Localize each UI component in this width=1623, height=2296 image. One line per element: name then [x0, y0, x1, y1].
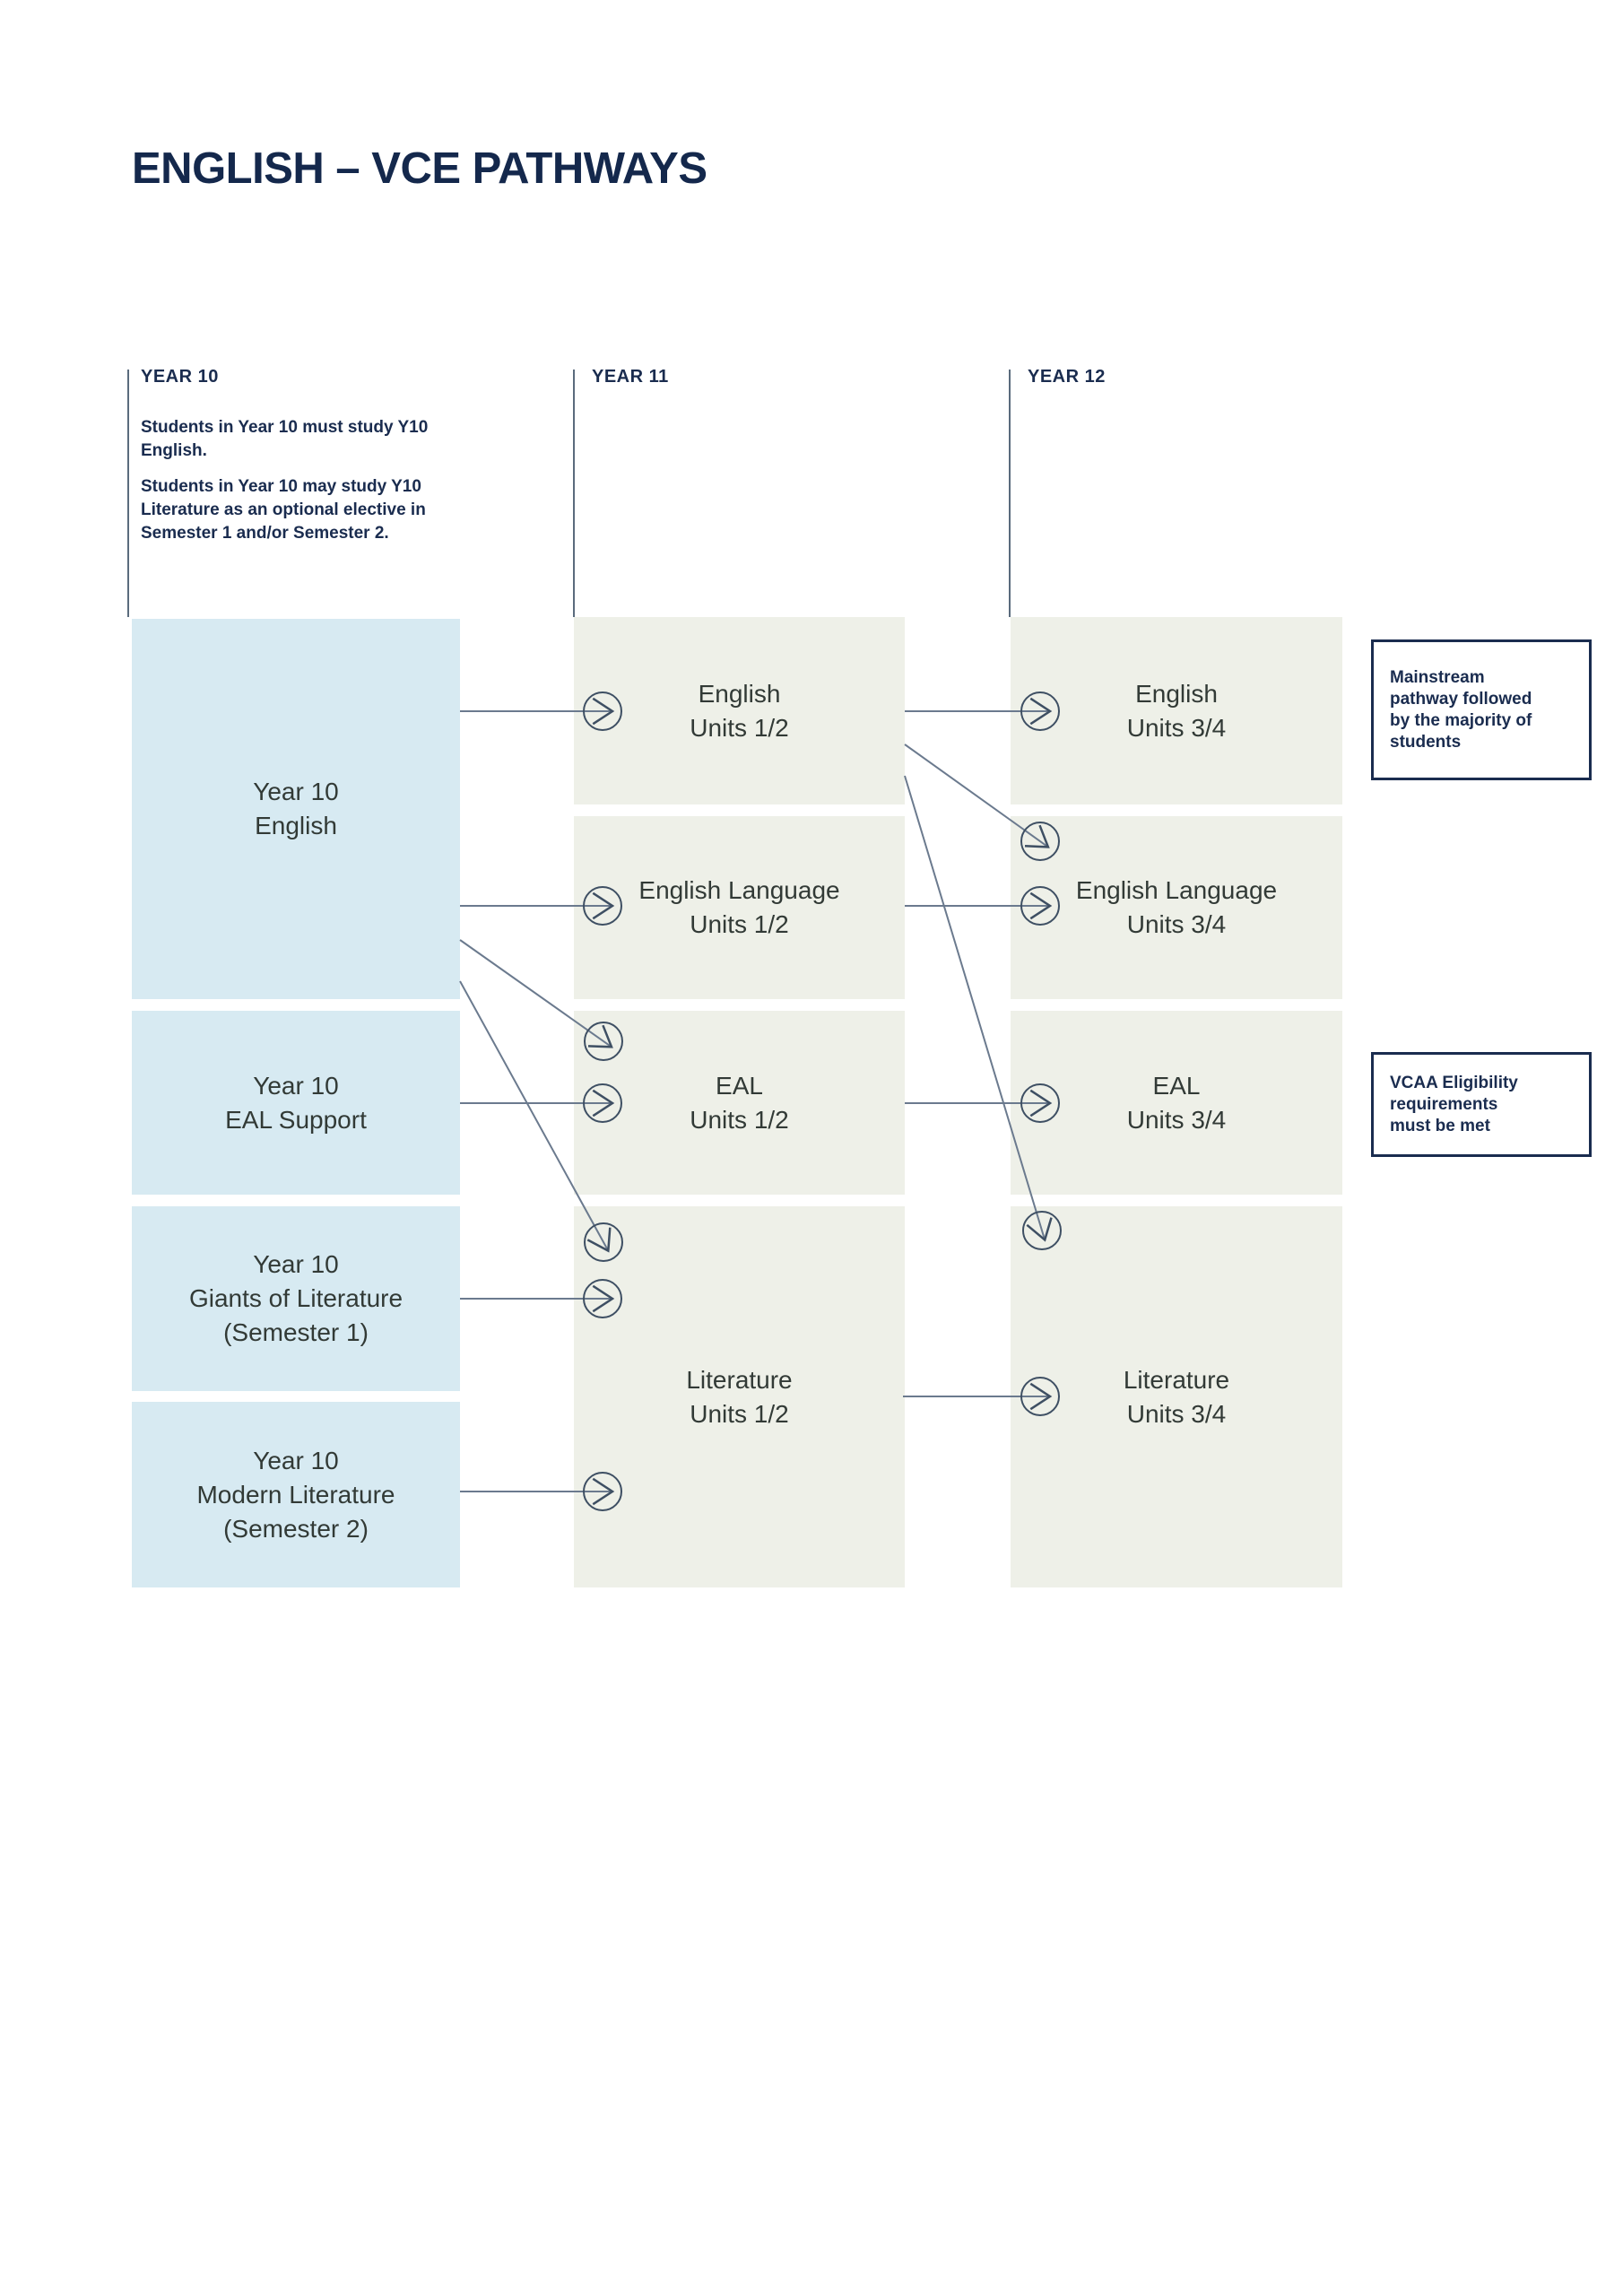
column-rule-year10: [127, 370, 129, 617]
column-header-year11: YEAR 11: [592, 367, 669, 387]
annotation-mainstream-pathway: Mainstream pathway followed by the major…: [1371, 639, 1592, 780]
box-line: Giants of Literature: [188, 1284, 404, 1312]
box-english-language-units-12: English Language Units 1/2: [574, 816, 905, 999]
box-line: English Language: [1075, 876, 1278, 904]
box-line: Modern Literature: [196, 1480, 395, 1509]
box-year10-modern-literature: Year 10 Modern Literature (Semester 2): [132, 1402, 460, 1587]
annotation-line: VCAA Eligibility: [1390, 1073, 1518, 1092]
note-line: Semester 1 and/or Semester 2.: [141, 524, 389, 543]
box-line: English: [698, 679, 781, 708]
box-literature-units-34: Literature Units 3/4: [1011, 1206, 1342, 1587]
box-english-language-units-34: English Language Units 3/4: [1011, 816, 1342, 999]
annotation-vcaa-eligibility: VCAA Eligibility requirements must be me…: [1371, 1052, 1592, 1157]
box-english-units-34: English Units 3/4: [1011, 617, 1342, 804]
box-line: Literature: [686, 1365, 793, 1394]
annotation-line: pathway followed: [1390, 689, 1532, 709]
note-paragraph-2: Students in Year 10 may study Y10 Litera…: [141, 475, 499, 545]
note-line: Literature as an optional elective in: [141, 500, 426, 519]
column-header-year12: YEAR 12: [1028, 367, 1106, 387]
box-year10-english: Year 10 English: [132, 619, 460, 999]
box-line: Units 3/4: [1126, 713, 1227, 742]
box-line: Year 10: [253, 1071, 339, 1100]
box-line: (Semester 2): [223, 1514, 369, 1543]
box-year10-eal-support: Year 10 EAL Support: [132, 1011, 460, 1195]
note-line: Students in Year 10 may study Y10: [141, 477, 421, 496]
box-year10-giants-of-literature: Year 10 Giants of Literature (Semester 1…: [132, 1206, 460, 1391]
box-line: English: [255, 812, 337, 839]
column-rule-year11: [573, 370, 575, 617]
box-line: Units 3/4: [1126, 910, 1227, 938]
box-line: EAL: [716, 1071, 763, 1100]
box-eal-units-34: EAL Units 3/4: [1011, 1011, 1342, 1195]
box-line: Units 1/2: [690, 1105, 789, 1134]
page-title: ENGLISH – VCE PATHWAYS: [132, 144, 707, 193]
annotation-line: requirements: [1390, 1094, 1498, 1114]
box-line: English: [1135, 679, 1218, 708]
annotation-line: must be met: [1390, 1116, 1490, 1135]
box-line: Year 10: [253, 1250, 339, 1278]
box-line: EAL Support: [225, 1105, 367, 1134]
box-literature-units-12: Literature Units 1/2: [574, 1206, 905, 1587]
box-line: Units 1/2: [690, 1399, 789, 1428]
note-line: English.: [141, 441, 207, 460]
box-line: Units 1/2: [690, 910, 789, 938]
column-header-year10: YEAR 10: [141, 367, 219, 387]
box-line: Units 1/2: [690, 713, 789, 742]
box-line: English Language: [638, 876, 840, 904]
box-line: Units 3/4: [1126, 1399, 1227, 1428]
box-english-units-12: English Units 1/2: [574, 617, 905, 804]
box-line: EAL: [1152, 1071, 1201, 1100]
box-eal-units-12: EAL Units 1/2: [574, 1011, 905, 1195]
annotation-line: students: [1390, 732, 1462, 752]
box-line: Year 10: [253, 778, 339, 805]
note-line: Students in Year 10 must study Y10: [141, 418, 429, 437]
box-line: Units 3/4: [1126, 1105, 1227, 1134]
box-line: Literature: [1123, 1365, 1230, 1394]
column-rule-year12: [1009, 370, 1011, 617]
annotation-line: by the majority of: [1390, 710, 1532, 730]
annotation-line: Mainstream: [1390, 667, 1485, 687]
note-paragraph-1: Students in Year 10 must study Y10 Engli…: [141, 416, 499, 463]
box-line: Year 10: [253, 1446, 339, 1474]
box-line: (Semester 1): [223, 1318, 369, 1346]
